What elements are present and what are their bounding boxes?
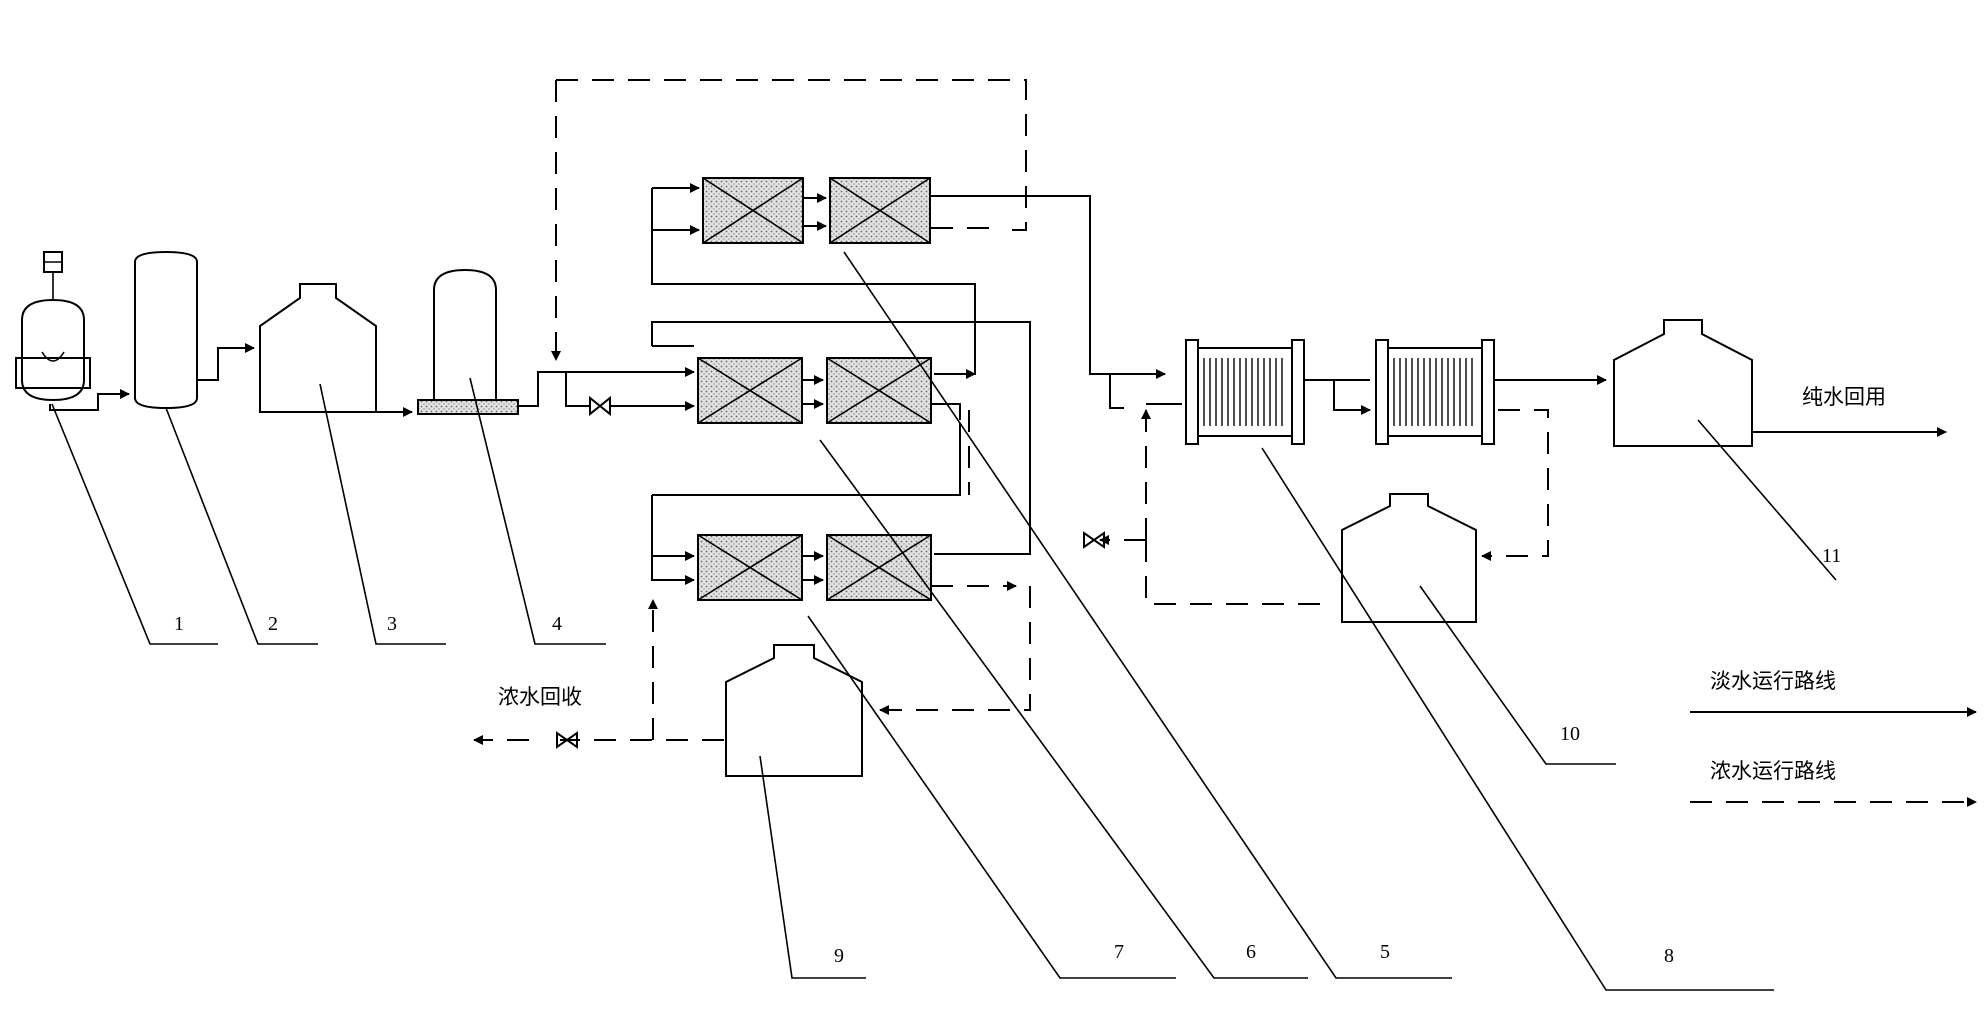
pure-water-reuse-label: 纯水回用 — [1802, 385, 1886, 409]
leader-lines — [51, 251, 1837, 991]
filter-4 — [417, 268, 519, 415]
ro-module-mid — [697, 357, 932, 424]
callout-7: 7 — [1114, 941, 1124, 963]
column-tank-2 — [134, 250, 198, 410]
edi-stack-8b — [1375, 339, 1495, 445]
callout-2: 2 — [268, 613, 278, 635]
callout-10: 10 — [1560, 723, 1580, 745]
tank-3 — [259, 283, 377, 413]
pure-water-tank-11 — [1613, 319, 1753, 447]
callout-3: 3 — [387, 613, 397, 635]
callout-8: 8 — [1664, 945, 1674, 967]
callout-5: 5 — [1380, 941, 1390, 963]
legend-fresh-label: 淡水运行路线 — [1710, 669, 1836, 693]
callout-6: 6 — [1246, 941, 1256, 963]
edi-stack-8a — [1185, 339, 1305, 445]
callout-1: 1 — [174, 613, 184, 635]
callout-4: 4 — [552, 613, 562, 635]
callout-numbers: 1 2 3 4 5 6 7 8 9 10 11 — [174, 545, 1841, 967]
legend: 淡水运行路线 浓水运行路线 — [1690, 669, 1977, 807]
reactor-1 — [15, 251, 91, 402]
ro-module-top — [702, 177, 931, 244]
concentrate-tank-9 — [725, 644, 863, 777]
callout-9: 9 — [834, 945, 844, 967]
concentrate-recovery-label: 浓水回收 — [498, 685, 582, 709]
ro-module-bottom — [697, 534, 932, 601]
tank-10 — [1341, 493, 1477, 623]
callout-11: 11 — [1822, 545, 1841, 567]
legend-concentrate-label: 浓水运行路线 — [1710, 759, 1836, 783]
